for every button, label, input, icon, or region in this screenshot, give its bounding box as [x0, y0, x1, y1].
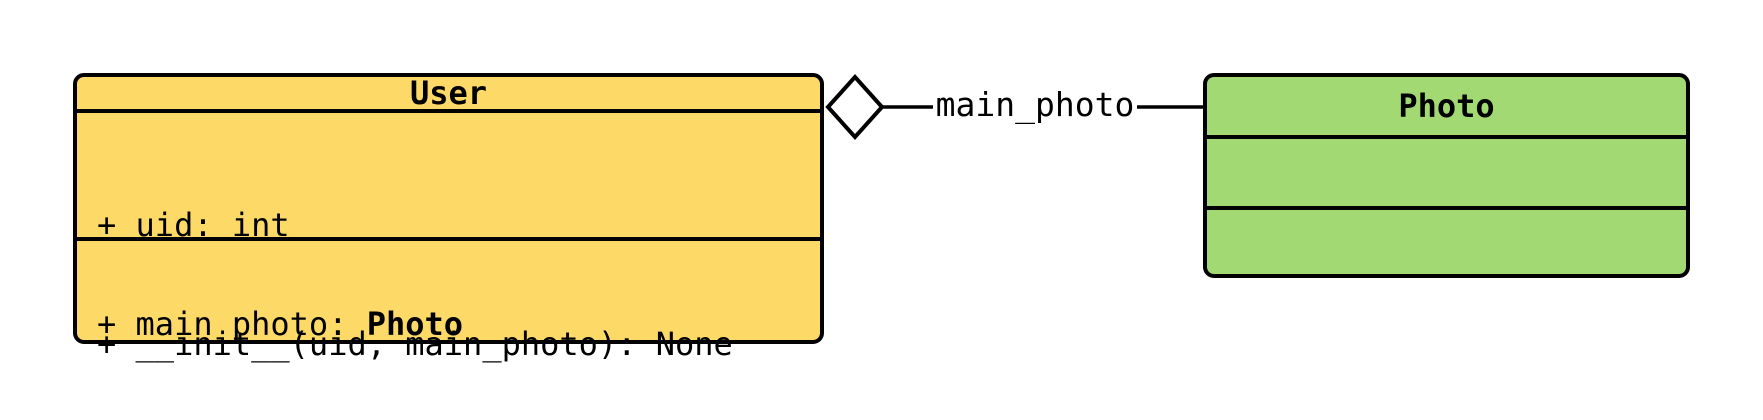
method-line: + __init__(uid, main_photo): None: [97, 325, 733, 363]
class-attributes-user: + uid: int + main_photo: Photo: [77, 113, 820, 341]
class-box-user: User + uid: int + main_photo: Photo + __…: [73, 73, 824, 361]
class-methods-user: + __init__(uid, main_photo): None: [77, 241, 820, 420]
attribute-line: + uid: int: [97, 206, 290, 244]
class-box-photo: Photo: [1203, 73, 1690, 278]
class-title-user: User: [77, 77, 820, 113]
attribute-type-ref: Photo: [366, 305, 464, 343]
class-methods-photo: [1207, 210, 1686, 274]
class-attributes-photo: [1207, 139, 1686, 210]
aggregation-diamond-icon: [825, 74, 885, 140]
class-title-photo: Photo: [1207, 77, 1686, 139]
relationship-label: main_photo: [935, 85, 1135, 124]
attribute-line: + main_photo: Photo: [97, 308, 820, 341]
attribute-text: + main_photo:: [97, 305, 367, 343]
